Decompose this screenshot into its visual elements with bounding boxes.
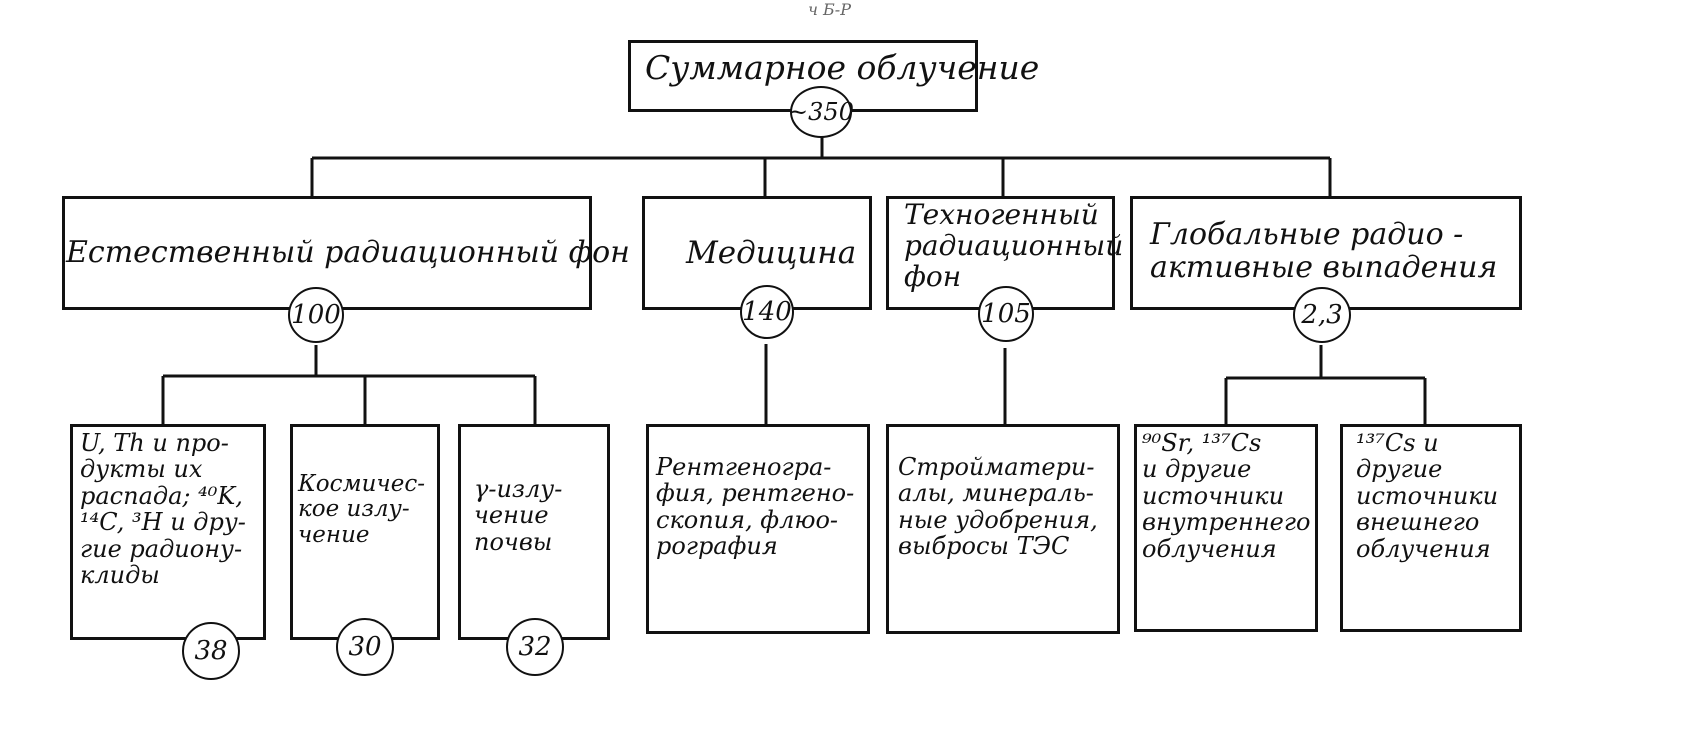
radionuclides-label: U, Th и про- дукты их распада; ⁴⁰K, ¹⁴C,… xyxy=(80,429,246,589)
technogenic-background-value: 105 xyxy=(978,286,1034,342)
medicine-label: Медицина xyxy=(686,235,857,271)
medicine-detail-label: Рентгеногра- фия, рентгено- скопия, флюо… xyxy=(656,453,855,561)
radionuclides-value: 38 xyxy=(182,622,240,680)
global-fallout-label: Глобальные радио - активные выпадения xyxy=(1150,217,1498,285)
external-sources-label: ¹³⁷Cs и другие источники внешнего облуче… xyxy=(1356,429,1499,563)
root-value: ~350 xyxy=(788,86,854,138)
natural-background-value: 100 xyxy=(288,287,344,343)
technogenic-background-label: Техногенный радиационный фон xyxy=(904,198,1124,293)
root-label: Суммарное облучение xyxy=(645,48,1040,87)
natural-background-label: Естественный радиационный фон xyxy=(66,235,630,270)
external-sources-box xyxy=(1340,424,1522,632)
radionuclides-box xyxy=(70,424,266,640)
cosmic-radiation-label: Космичес- кое излу- чение xyxy=(298,471,425,548)
technogenic-detail-box xyxy=(886,424,1120,634)
technogenic-background-box xyxy=(886,196,1115,310)
internal-sources-box xyxy=(1134,424,1318,632)
medicine-value: 140 xyxy=(740,285,794,339)
top-mark: ч Б-Р xyxy=(808,0,851,19)
cosmic-radiation-value: 30 xyxy=(336,618,394,676)
medicine-detail-box xyxy=(646,424,870,634)
technogenic-detail-label: Стройматери- алы, минераль- ные удобрени… xyxy=(898,453,1098,561)
global-fallout-value: 2,3 xyxy=(1293,287,1351,343)
internal-sources-label: ⁹⁰Sr, ¹³⁷Cs и другие источники внутренне… xyxy=(1142,429,1311,563)
soil-gamma-value: 32 xyxy=(506,618,564,676)
soil-gamma-box xyxy=(458,424,610,640)
soil-gamma-label: γ-излу- чение почвы xyxy=(474,475,563,556)
